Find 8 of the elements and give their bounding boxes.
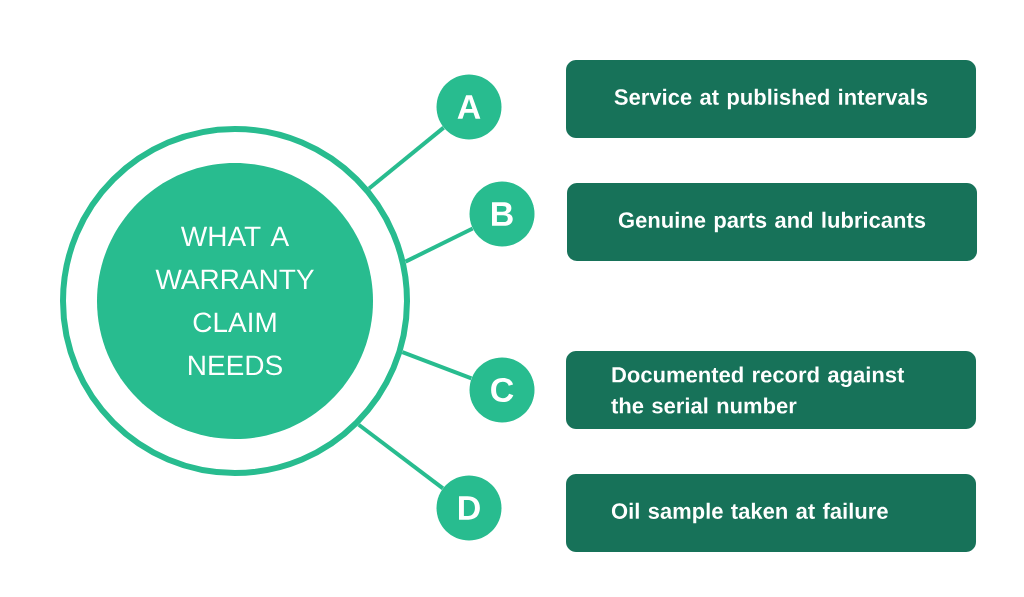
text-box: Genuine parts and lubricants <box>567 183 977 261</box>
connector-line <box>401 350 473 381</box>
text-box: Documented record against the serial number <box>566 351 976 429</box>
connector-line <box>357 423 445 490</box>
connector-line <box>367 126 445 191</box>
text-box: Oil sample taken at failure <box>566 474 976 552</box>
connector-line <box>404 226 474 264</box>
text-box: Service at published intervals <box>566 60 976 138</box>
